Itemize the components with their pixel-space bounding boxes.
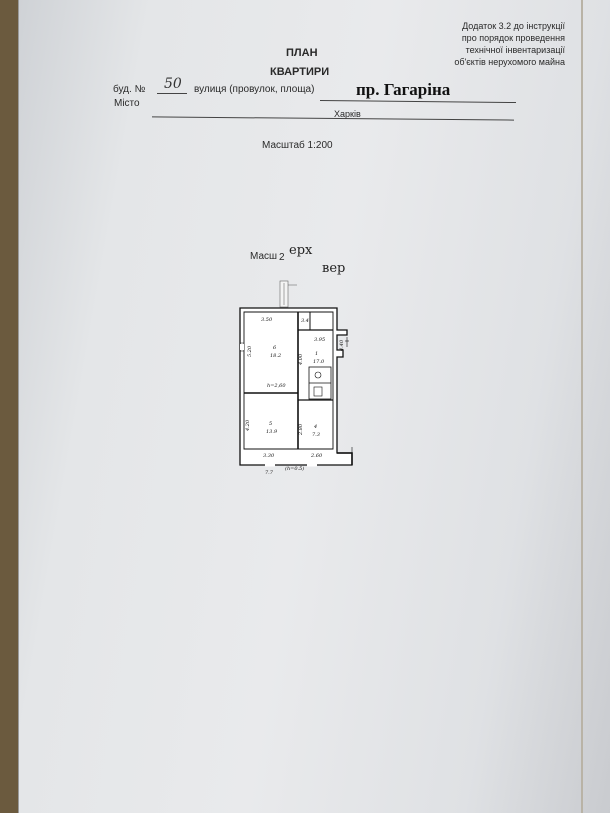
- street-value: пр. Гагаріна: [356, 80, 451, 99]
- dimension-label: 3.30: [263, 453, 275, 459]
- appendix-line: про порядок проведення: [461, 33, 565, 43]
- room-area: 13.9: [266, 429, 278, 435]
- dimension-label: 4.00: [298, 353, 304, 366]
- appendix-line: Додаток 3.2 до інструкції: [462, 21, 565, 31]
- room-number: 1: [315, 351, 318, 357]
- dimension-label: 2.80: [298, 423, 304, 436]
- city-label: Місто: [114, 98, 140, 109]
- appendix-note: Додаток 3.2 до інструкції про порядок пр…: [454, 20, 565, 68]
- house-label: буд. №: [113, 84, 146, 95]
- dimension-label: (h=0.5): [285, 465, 304, 472]
- room-area: 7.3: [312, 432, 320, 438]
- title-plan: ПЛАН: [286, 47, 318, 59]
- dimension-label: 3.95: [314, 337, 325, 343]
- dimension-label: 3.50: [261, 317, 273, 323]
- dimension-label: 3.4: [301, 318, 309, 324]
- toilet-icon: [314, 371, 322, 379]
- appendix-line: технічної інвентаризації: [465, 45, 565, 55]
- room-number: 4: [313, 424, 317, 430]
- room-area: 17.0: [313, 359, 325, 365]
- floor-plan-drawing: 3.50 3.4 3.95 5.20 4.00 4.40 h=2,60 4.20…: [239, 280, 353, 476]
- dimension-label: 5.20: [247, 345, 253, 357]
- title-apartment: КВАРТИРИ: [270, 66, 330, 78]
- dimension-label: h=2,60: [267, 383, 286, 389]
- dimension-label: 4.20: [245, 419, 251, 432]
- floor-label-prefix: Масш: [250, 251, 278, 262]
- room-number: 6: [273, 345, 277, 351]
- appendix-line: об'єктів нерухомого майна: [454, 57, 565, 67]
- page-edge-line: [581, 0, 583, 813]
- entry-marker: [279, 280, 297, 308]
- floor-stamp-1: ерх: [289, 243, 313, 258]
- outer-wall: [239, 307, 353, 466]
- dimension-label: 7.7: [265, 470, 274, 476]
- scale-text: Масштаб 1:200: [262, 140, 333, 151]
- room-area: 18.2: [270, 353, 281, 359]
- floor-label-overlay: 2: [279, 252, 285, 263]
- room-number: 5: [269, 421, 272, 427]
- city-value: Харків: [334, 109, 361, 119]
- dimension-label: 2.60: [310, 453, 323, 459]
- floor-stamp-2: вер: [322, 261, 346, 276]
- house-value: 50: [164, 76, 182, 92]
- sink-icon: [313, 386, 323, 397]
- dimension-label: 4.40: [339, 339, 345, 352]
- house-underline: [157, 93, 187, 94]
- street-label: вулиця (провулок, площа): [194, 84, 315, 95]
